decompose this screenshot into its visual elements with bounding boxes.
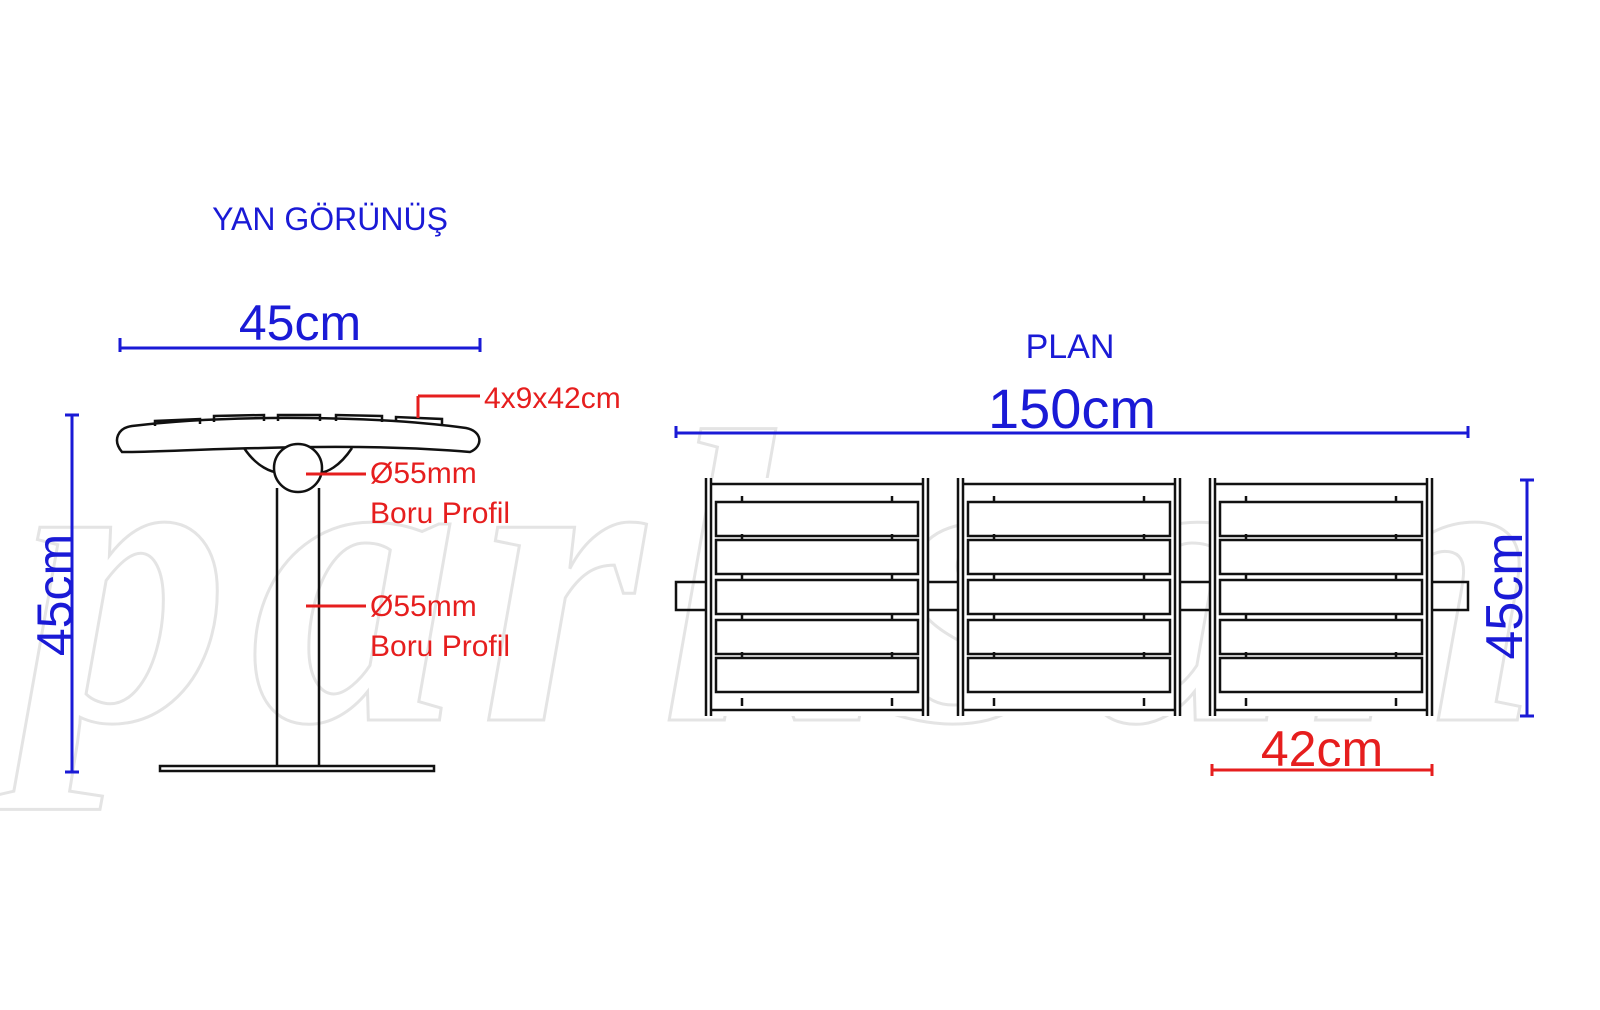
plan-seat-module-3	[1208, 478, 1434, 716]
plan-slat	[714, 500, 920, 538]
slat-annotation: 4x9x42cm	[416, 382, 621, 418]
side-post	[158, 488, 436, 773]
side-view-title: YAN GÖRÜNÜŞ	[212, 201, 448, 237]
side-view: YAN GÖRÜNÜŞ 45cm 45cm	[27, 201, 621, 774]
plan-slat	[966, 618, 1172, 656]
plan-slat	[1218, 538, 1424, 576]
side-width-label: 45cm	[239, 295, 361, 351]
plan-slat	[966, 656, 1172, 694]
module-background	[1210, 478, 1432, 716]
plan-seat-module-2	[956, 478, 1182, 716]
module-background	[706, 478, 928, 716]
plan-seat-module-1	[704, 478, 930, 716]
plan-length-dimension: 150cm	[674, 377, 1470, 440]
side-seat	[115, 413, 481, 494]
plan-slat	[966, 538, 1172, 576]
plan-view-title: PLAN	[1026, 328, 1115, 366]
side-height-label: 45cm	[27, 534, 83, 656]
pipe-post-annotation: Ø55mm Boru Profil	[306, 590, 510, 663]
module-background	[958, 478, 1180, 716]
pipe-top-label-1: Ø55mm	[370, 457, 477, 490]
plan-slat	[966, 578, 1172, 616]
plan-slat	[714, 656, 920, 694]
plan-slat	[714, 618, 920, 656]
plan-depth-label: 45cm	[1476, 532, 1534, 659]
plan-slat	[714, 538, 920, 576]
pipe-top-label-2: Boru Profil	[370, 497, 510, 530]
plan-slat	[1218, 618, 1424, 656]
pipe-post-label-2: Boru Profil	[370, 630, 510, 663]
pipe-post-label-1: Ø55mm	[370, 590, 477, 623]
slat-label: 4x9x42cm	[484, 382, 621, 415]
plan-slat	[1218, 578, 1424, 616]
plan-slat	[1218, 656, 1424, 694]
plan-slat	[966, 500, 1172, 538]
plan-module-label: 42cm	[1261, 721, 1383, 777]
side-width-dimension: 45cm	[118, 295, 482, 352]
plan-module-dimension: 42cm	[1210, 721, 1434, 777]
plan-depth-dimension: 45cm	[1476, 478, 1534, 718]
side-height-dimension: 45cm	[27, 413, 83, 774]
pipe-top-annotation: Ø55mm Boru Profil	[306, 457, 510, 530]
plan-view: PLAN 150cm 45cm 42cm	[674, 328, 1534, 777]
plan-slat	[1218, 500, 1424, 538]
plan-length-label: 150cm	[988, 377, 1156, 440]
plan-slat	[714, 578, 920, 616]
